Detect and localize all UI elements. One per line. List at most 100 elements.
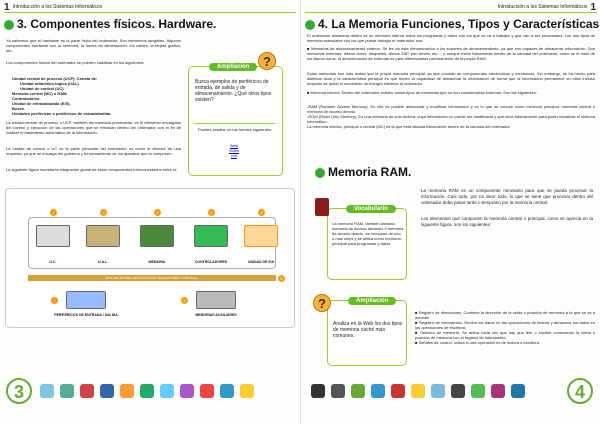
list-item: Unidad de control (UC). [20,86,65,91]
ram-definition: -RAM (Random Access Memory). En ella es … [307,104,595,114]
app-icon [471,384,485,398]
ucp-paragraph: La unidad central de proceso o UCP, tamb… [6,120,181,135]
app-icon [311,384,325,398]
figure-intro: La siguiente figura muestra la integraci… [6,167,178,172]
app-icon [511,384,525,398]
badge-3: 3 [154,209,161,216]
list-item: Unidad central de proceso (UCP). Consta … [12,76,98,81]
ram-intro-2: Los elementos que componen la memoria ce… [421,216,593,227]
list-item: Unidad aritmético-lógica (UAL). [20,81,80,86]
bullet-dot-icon [305,19,315,30]
left-header-number: 1 [4,1,10,13]
right-page-title: 4. La Memoria Funciones, Tipos y Caracte… [305,17,599,31]
list-item: ■ Señales de control. Indica si una oper… [415,340,540,345]
list-item: Unidades periféricas o periféricos de en… [12,111,112,116]
vocabulario-tag: Vocabulario [346,205,396,213]
list-item: Unidad de entrada/salida (E/S). [12,101,71,106]
book-icon [315,198,329,216]
ampliacion-tag: Ampliación [209,63,258,71]
left-header-text: Introducción a los Sistemas Informáticos [12,4,103,10]
list-item: Memoria central (MC) o RAM. [12,91,68,96]
app-icon [160,384,174,398]
ampliacion-extra: Puedes ampliar en las fuentes siguientes… [197,127,273,132]
controllers-label: CONTROLADORES [194,260,228,264]
peripherals-icon [66,291,106,309]
vocabulario-box: Vocabulario La memoria RAM, también llam… [327,205,407,280]
app-icon [391,384,405,398]
bullet-dot-icon [4,19,14,30]
list-item: ■ Selector de memoria. Se activa cada ve… [415,330,595,340]
list-item: Buses. [12,106,26,111]
badge-1: 1 [50,209,57,216]
app-icon [220,384,234,398]
rom-definition: -ROM (Read Only Memory). Es una memoria … [307,114,595,124]
badge-4: 4 [208,209,215,216]
web-link[interactable]: Web [229,143,239,148]
right-header: Introducción a los Sistemas Informáticos… [497,1,596,13]
vocabulario-text: La memoria RAM, también llamada memoria … [332,221,404,246]
app-icon [120,384,134,398]
ual-component-icon [86,225,120,247]
hardware-diagram: U.C. U.A.L. MEMORIA CONTROLADORES UNIDAD… [5,188,295,328]
controllers-component-icon [194,225,228,247]
icon-strip-right [311,384,525,402]
app-icon [200,384,214,398]
app-icon [140,384,154,398]
app-icon [451,384,465,398]
app-icon [331,384,345,398]
internal-memory-item: ■ Memoria interna. Dentro del ordenador … [307,90,537,95]
aux-memory-icon [196,291,236,309]
app-icon [100,384,114,398]
ampliacion-box-right: Ampliación Analiza en la Web los dos tip… [327,297,407,366]
component-list: Unidad central de proceso (UCP). Consta … [12,76,182,116]
list-item: ■ Registro de direcciones. Contiene la d… [415,310,595,320]
memory-component-icon [140,225,174,247]
ampliacion-text-right: Analiza en la Web los dos tipos de memor… [333,321,403,339]
app-icon [371,384,385,398]
source-links: Web Video pdf [224,143,244,158]
ampliacion-tag-right: Ampliación [348,297,397,305]
ram-intro: La memoria RAM es un componente necesari… [421,188,593,205]
ampliacion-text: Busca ejemplos de periféricos de entrada… [195,79,272,103]
right-page: Introducción a los Sistemas Informáticos… [300,0,600,424]
uc-component-icon [36,225,70,247]
external-memory-item: ■ Memorias de almacenamiento externo. Se… [307,46,596,61]
app-icon [491,384,505,398]
hardware-intro: Ya sabemos que el hardware es la parte f… [6,38,181,53]
app-icon [80,384,94,398]
app-icon [431,384,445,398]
ampliacion-box: Ampliación Busca ejemplos de periféricos… [188,63,283,176]
app-icon [240,384,254,398]
badge-7: 7 [51,297,58,304]
badge-5: 5 [258,209,265,216]
video-link[interactable]: Video [228,148,240,153]
bullet-dot-icon [315,167,325,178]
left-header-rule [4,12,296,13]
list-intro: Los componentes físicos del ordenador se… [6,60,145,65]
right-header-number: 1 [590,1,596,13]
ram-subtitle: Memoria RAM. [315,165,411,179]
app-icon [351,384,365,398]
right-page-number: 4 [567,378,593,404]
memory-label: MEMORIA [148,260,166,264]
memory-intro: El ordenador almacena dentro de su memor… [307,33,595,43]
uc-label: U.C. [49,260,57,264]
icon-strip-left [40,384,254,402]
badge-8: 8 [181,297,188,304]
list-item: ■ Registro de intercambio. Recibe los da… [415,320,595,330]
left-page-title: 3. Componentes físicos. Hardware. [4,17,216,31]
peripherals-label: PERIFÉRICOS DE ENTRADA / SALIDA [54,313,118,317]
right-header-rule [305,12,597,13]
right-header-text: Introducción a los Sistemas Informáticos [497,4,588,10]
pdf-link[interactable]: pdf [231,153,237,158]
app-icon [60,384,74,398]
app-icon [411,384,425,398]
io-unit-component-icon [244,225,278,247]
system-bus: BUS DEL SISTEMA (BUS DE DATOS, DIRECCION… [28,275,276,281]
divider [195,123,275,124]
question-icon: ? [258,52,276,70]
badge-6: 6 [278,275,285,282]
question-icon: ? [313,294,331,312]
extra-paragraph: Estas memorias son más lentas que la pro… [307,71,595,86]
ram-note: La memoria interna, principal o central … [307,124,511,129]
